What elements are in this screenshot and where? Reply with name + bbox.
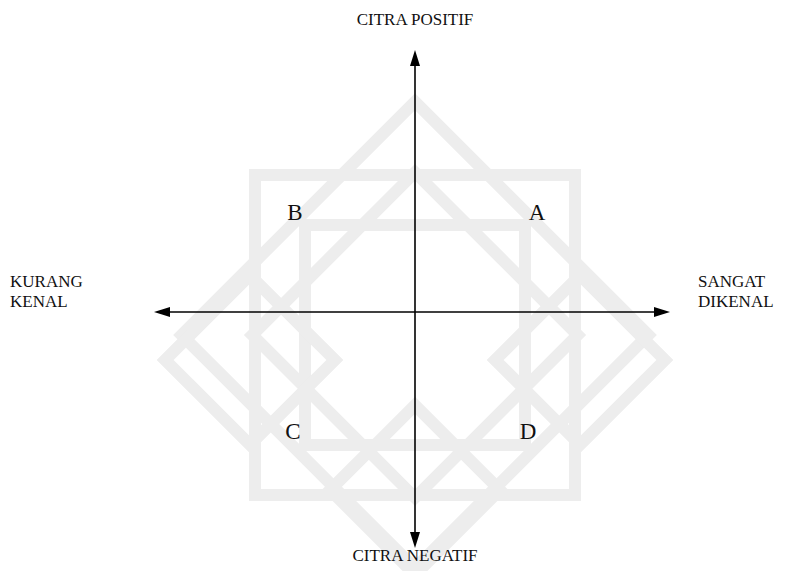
axes: [154, 50, 670, 548]
axis-label: CITRA POSITIF: [357, 10, 474, 30]
quadrant-letter: B: [287, 203, 302, 223]
quadrant-letter: A: [529, 203, 546, 223]
quadrant-letter: D: [520, 422, 537, 442]
arrowhead: [410, 50, 420, 66]
axis-label: SANGAT DIKENAL: [698, 272, 794, 312]
arrowhead: [410, 532, 420, 548]
arrowhead: [154, 307, 170, 317]
vertical-axis: [414, 62, 416, 536]
horizontal-axis: [166, 311, 658, 313]
axis-label: CITRA NEGATIF: [352, 546, 477, 566]
quadrant-letter: C: [285, 422, 300, 442]
axis-label: KURANG KENAL: [10, 272, 106, 312]
arrowhead: [654, 307, 670, 317]
